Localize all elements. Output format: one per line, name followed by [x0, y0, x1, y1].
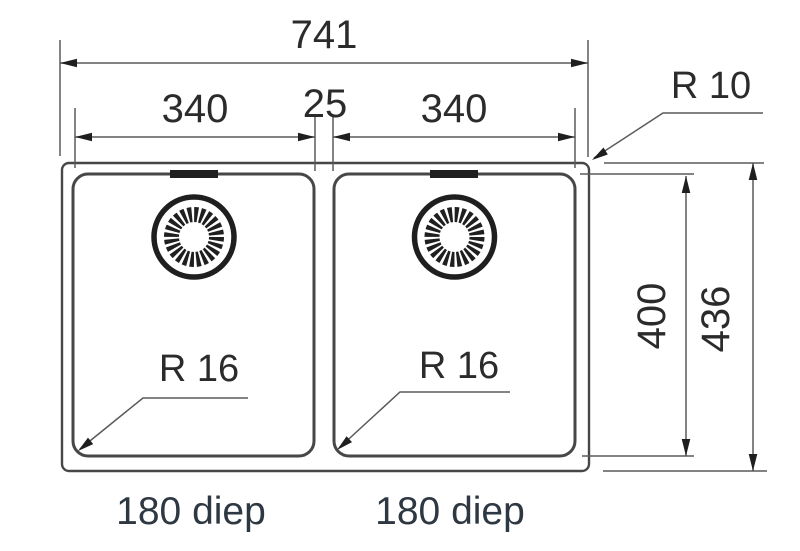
arrowhead: [681, 439, 691, 456]
arrowheads: [60, 58, 758, 471]
right-bowl-width-label: 340: [421, 87, 488, 131]
sink-outlines: [60, 161, 591, 473]
leader-line-outer-radius: [593, 112, 763, 159]
overall-width-label: 741: [291, 13, 358, 57]
outer-corner-radius-label: R 10: [671, 65, 751, 107]
right-bowl-depth-label: 180 diep: [375, 490, 525, 533]
right-drain-icon: [411, 194, 498, 280]
arrowhead: [60, 58, 77, 68]
leader-line-right-bowl-radius: [338, 391, 510, 449]
arrowhead: [78, 437, 94, 451]
overflow-slots: [170, 170, 478, 178]
left-overflow-slot-icon: [170, 170, 218, 178]
left-bowl-radius-label: R 16: [159, 348, 239, 390]
arrowhead: [337, 436, 352, 450]
sink-rim-outline: [60, 161, 591, 473]
drains: [151, 194, 498, 280]
left-bowl-width-label: 340: [162, 87, 229, 131]
right-bowl-radius-label: R 16: [419, 345, 499, 387]
bowl-height-label: 400: [630, 283, 674, 350]
left-drain-icon: [151, 194, 237, 280]
dimension-lines: [59, 40, 767, 472]
arrowhead: [571, 58, 588, 68]
arrowhead: [558, 132, 575, 142]
center-gap-label: 25: [303, 82, 348, 126]
arrowhead: [748, 163, 758, 180]
dimension-labels: 741 340 25 340 R 10 400 436 R 16 R 16: [159, 13, 751, 390]
arrowhead: [333, 132, 350, 142]
arrowhead: [592, 147, 608, 160]
arrowhead: [298, 132, 315, 142]
right-bowl-outline: [332, 172, 577, 458]
overall-height-label: 436: [694, 286, 738, 353]
arrowhead: [681, 176, 691, 193]
leader-line-left-bowl-radius: [79, 397, 248, 450]
left-bowl-outline: [71, 172, 316, 458]
arrowhead: [748, 454, 758, 471]
depth-labels: 180 diep 180 diep: [116, 490, 525, 533]
left-bowl-depth-label: 180 diep: [116, 490, 266, 533]
right-overflow-slot-icon: [430, 170, 478, 178]
arrowhead: [75, 132, 92, 142]
